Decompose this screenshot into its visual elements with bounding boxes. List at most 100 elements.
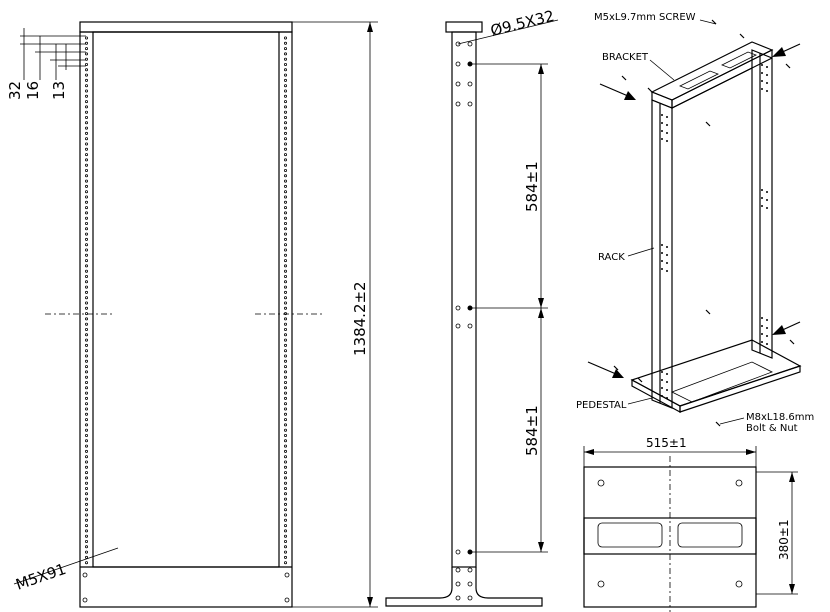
rail-hole: [766, 207, 768, 209]
screw-callout: M5X91: [13, 560, 68, 594]
rail-hole: [85, 274, 89, 278]
rail-hole: [85, 47, 89, 51]
rail-holes: [85, 36, 287, 565]
rail-hole: [766, 199, 768, 201]
rail-hole: [283, 227, 287, 231]
rail-hole: [283, 36, 287, 40]
rail-hole: [283, 513, 287, 517]
rail-hole: [85, 540, 89, 544]
rail-hole: [283, 359, 287, 363]
arrow-head: [538, 308, 544, 318]
arrow-head: [612, 369, 624, 378]
rail-hole: [283, 264, 287, 268]
rail-hole: [85, 253, 89, 257]
rail-hole: [283, 365, 287, 369]
top-bracket: [79, 21, 293, 33]
rail-hole: [666, 132, 668, 134]
rail-hole: [85, 386, 89, 390]
rail-hole: [283, 184, 287, 188]
rail-hole: [761, 341, 763, 343]
rail-hole: [85, 555, 89, 559]
upright-hole: [455, 81, 461, 87]
rail-hole: [283, 333, 287, 337]
screw: [715, 421, 721, 427]
rail-hole: [283, 105, 287, 109]
rail-hole: [283, 317, 287, 321]
arrow-head: [584, 449, 594, 455]
rail-hole: [283, 508, 287, 512]
base-hole: [82, 572, 88, 578]
rack-label: RACK: [598, 252, 625, 263]
rail-hole: [85, 137, 89, 141]
rail-hole: [761, 205, 763, 207]
rail-hole: [283, 338, 287, 342]
rail-hole: [85, 518, 89, 522]
rail-hole: [85, 333, 89, 337]
pedestal-front: [631, 378, 681, 414]
rail-hole: [283, 502, 287, 506]
rail-hole: [85, 322, 89, 326]
rail-hole: [283, 248, 287, 252]
rail-hole: [661, 371, 663, 373]
rail-hole: [85, 375, 89, 379]
rail-hole: [85, 423, 89, 427]
screw-leader: [13, 547, 119, 585]
rail-hole: [766, 66, 768, 68]
rail-hole: [283, 290, 287, 294]
rail-hole: [283, 73, 287, 77]
rail-hole: [283, 206, 287, 210]
rail-hole: [85, 36, 89, 40]
arrow: [587, 361, 617, 375]
screw: [739, 33, 745, 39]
rail-hole: [283, 497, 287, 501]
rail-hole: [761, 80, 763, 82]
rail-hole: [283, 47, 287, 51]
base-hole: [735, 479, 743, 487]
rail-hole: [85, 153, 89, 157]
rail-hole: [283, 110, 287, 114]
rail-hole: [666, 373, 668, 375]
rail-hole: [761, 88, 763, 90]
rail-hole: [85, 105, 89, 109]
rail-hole: [283, 57, 287, 61]
rail-hole: [661, 130, 663, 132]
dim-13: 13: [50, 81, 68, 100]
rail-hole: [85, 502, 89, 506]
rail-hole: [283, 116, 287, 120]
rail-hole: [85, 471, 89, 475]
rail-hole: [85, 418, 89, 422]
base-depth: 380±1: [777, 519, 791, 560]
rail-hole: [85, 89, 89, 93]
rail-hole: [85, 52, 89, 56]
rail-hole: [85, 110, 89, 114]
rail-hole: [85, 206, 89, 210]
rail-hole: [283, 306, 287, 310]
rail-hole: [283, 471, 287, 475]
rail-hole: [85, 84, 89, 88]
inner-edge: [671, 67, 753, 109]
rail-hole: [85, 524, 89, 528]
rail-hole: [283, 486, 287, 490]
screw-label: M5xL9.7mm SCREW: [594, 12, 696, 23]
arrow-head: [367, 22, 373, 32]
rail-hole: [666, 381, 668, 383]
arrow-head: [772, 47, 786, 57]
rail-hole: [85, 68, 89, 72]
screw: [705, 309, 711, 315]
rail-hole: [283, 534, 287, 538]
rail-hole: [283, 370, 287, 374]
rail-hole: [283, 137, 287, 141]
rail-hole: [85, 174, 89, 178]
base-hole: [597, 580, 605, 588]
rail-hole: [85, 227, 89, 231]
rail-hole: [85, 63, 89, 67]
rail-hole: [283, 396, 287, 400]
side-foot: [385, 567, 543, 607]
screw: [789, 339, 795, 345]
rail-hole: [283, 407, 287, 411]
rail-hole: [766, 82, 768, 84]
arrow-head: [772, 325, 786, 335]
leader: [699, 19, 717, 25]
rail-hole: [283, 322, 287, 326]
rail-hole: [283, 41, 287, 45]
